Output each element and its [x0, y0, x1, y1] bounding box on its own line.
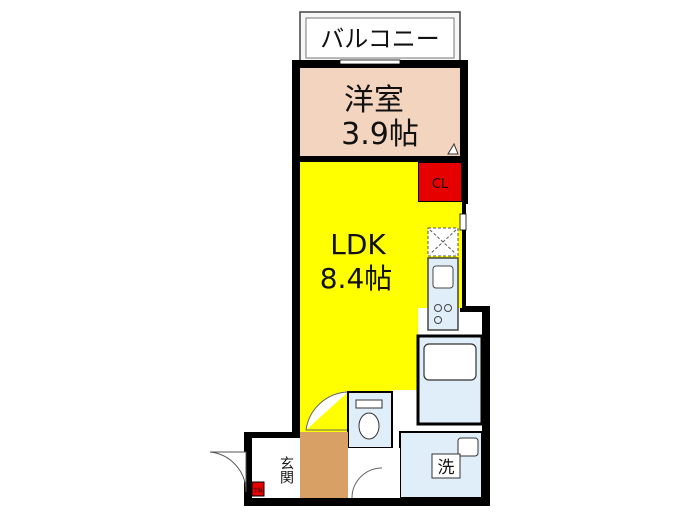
balcony-label: バルコニー — [320, 25, 440, 53]
kitchen-counter — [427, 227, 459, 331]
closet: CL — [417, 161, 463, 203]
western-room: 洋室 3.9帖 — [300, 68, 460, 162]
shoe-box-label: 下駄 — [253, 487, 263, 494]
entrance-label-line: 玄関 — [278, 455, 294, 485]
ldk-room: LDK 8.4帖 — [300, 162, 462, 432]
ldk-size: 8.4帖 — [320, 262, 393, 295]
window-marks — [339, 59, 467, 231]
washroom: 洗 — [399, 431, 483, 499]
ldk-name: LDK — [330, 228, 386, 261]
toilet-room — [347, 391, 393, 449]
balcony: バルコニー — [299, 11, 461, 65]
entrance: 玄関 下駄 — [209, 432, 400, 499]
closet-label: CL — [432, 177, 449, 192]
western-room-size: 3.9帖 — [341, 117, 419, 152]
western-room-name: 洋室 — [344, 83, 404, 118]
bathroom — [416, 334, 484, 426]
washer-label: 洗 — [438, 458, 455, 478]
